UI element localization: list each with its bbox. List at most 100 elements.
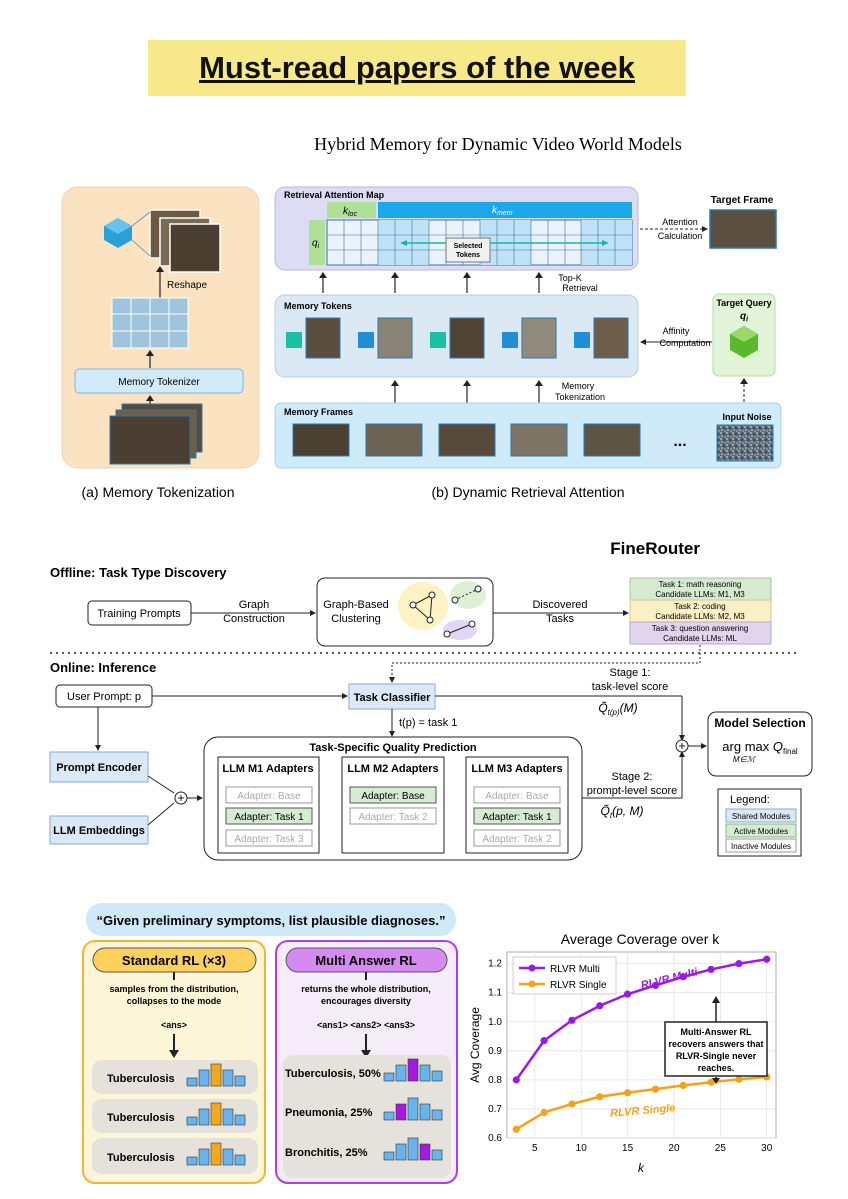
adapter-title: LLM M3 Adapters [471,763,562,775]
distribution-bars [383,1137,443,1161]
attention-calc-2: Calculation [658,231,703,241]
stage2-formula: Q̃t(p, M) [601,803,644,820]
adapter-column-m2: LLM M2 Adapters Adapter: Base Adapter: T… [341,756,445,854]
discovered-1: Discovered [532,599,587,611]
tp-task: t(p) = task 1 [399,717,457,729]
target-query-label: Target Query [716,298,771,308]
arrowheads [319,272,543,278]
data-point-single [596,1093,604,1101]
arrow-head [342,693,348,699]
legend-multi-marker [528,964,536,972]
data-point-multi [707,965,715,974]
prompt-encoder-box [49,751,149,783]
arrow-head [169,1050,179,1058]
token-cube [574,332,590,348]
token-grid [111,297,189,349]
data-point-multi [540,1037,548,1045]
affinity-1: Affinity [663,326,690,336]
stage1-2: task-level score [592,681,668,693]
bar [407,1137,419,1161]
proj-line [131,239,151,257]
stage2-1: Stage 2: [612,771,653,783]
graph-nodes [409,585,482,638]
graph-clustering-2: Clustering [331,613,381,625]
adapter-column-m1: LLM M1 Adapters Adapter: Base Adapter: T… [217,756,320,854]
token-cube [430,332,446,348]
bar [222,1069,234,1087]
multi-row-label: Tuberculosis, 50% [285,1068,381,1080]
paper1-figure: Hybrid Memory for Dynamic Video World Mo… [61,134,782,500]
graph-construction-2: Construction [223,613,285,625]
bar [234,1154,246,1166]
paper2-figure: FineRouter Offline: Task Type Discovery … [49,539,813,861]
adapter-column-box [341,756,445,854]
bar [419,1103,431,1121]
adapter-item-label: Adapter: Task 2 [482,834,552,845]
task-line1: Task 2: coding [674,602,725,611]
prompt-encoder-label: Prompt Encoder [56,762,142,774]
annotation-box-line: RLVR-Single never [676,1051,757,1061]
task-list: Task 1: math reasoning Candidate LLMs: M… [629,577,772,645]
adapter-item-label: Adapter: Task 1 [234,812,304,823]
arrow-head [391,380,399,386]
arrowheads [391,380,543,386]
multi-desc-1: returns the whole distribution, [301,984,431,994]
standard-ans: <ans> [161,1020,187,1030]
bar [407,1058,419,1082]
bar [383,1072,395,1082]
edge [429,594,433,621]
llm-embeddings-box [49,815,149,845]
data-point-single [568,1100,576,1108]
arrow-head [389,677,395,683]
arrow-head [463,380,471,386]
arrow-head [679,751,685,757]
adapter-item [473,807,561,825]
legend-active-label: Active Modules [734,827,788,836]
arrow-head [679,735,685,741]
adapter-item [349,786,437,804]
multi-row-label: Bronchitis, 25% [285,1147,368,1159]
arrow-head [319,272,327,278]
x-tick-label: 10 [576,1143,588,1154]
topk-1: Top-K [558,273,582,283]
chart-legend [512,956,617,995]
arrow-head [197,795,203,801]
arrow-head [640,339,646,345]
data-point-single [651,1085,660,1093]
arrows-memory-to-map [322,274,540,293]
bar [198,1108,210,1126]
distribution-bars [186,1102,246,1126]
bar [186,1077,198,1087]
multi-rl-title: Multi Answer RL [315,953,416,968]
quote-pill [86,903,456,936]
bar [210,1063,222,1087]
bar [395,1143,407,1161]
memory-tokens-label: Memory Tokens [284,301,352,311]
series-line-multi [515,958,767,1081]
online-header: Online: Inference [50,660,156,675]
llm-embeddings-label: LLM Embeddings [53,825,145,837]
arrow-head [535,272,543,278]
legend-shared [725,808,797,823]
banner: Must-read papers of the week [148,40,686,96]
q-label: qi [312,238,320,250]
bar [186,1116,198,1126]
standard-desc-2: collapses to the mode [127,996,222,1006]
affinity-2: Computation [659,338,710,348]
memory-frame [438,423,496,457]
bar [198,1069,210,1087]
token-frame [449,317,485,359]
memory-token-items [286,317,629,359]
task-classifier-label: Task Classifier [354,692,432,704]
token-cube [502,332,518,348]
adapter-item-label: Adapter: Task 3 [234,834,304,845]
arrow-head [156,266,164,272]
annotation-box [664,1021,768,1077]
series-layer [512,955,771,1133]
arrow-head [146,350,154,356]
reshaped-frame [169,223,221,273]
graph-construction-1: Graph [239,599,270,611]
y-tick-label: 1.1 [488,988,502,999]
bar [210,1142,222,1166]
